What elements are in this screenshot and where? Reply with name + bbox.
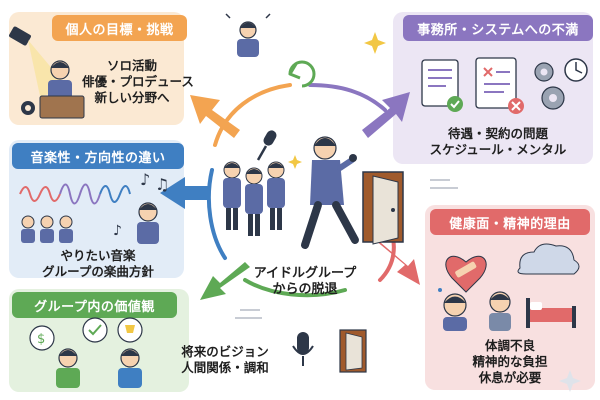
speaker-at-podium-icon <box>21 60 85 119</box>
arrow-to-health <box>375 240 420 285</box>
music-line: グループの楽曲方針 <box>42 264 154 279</box>
sad-people-icon <box>438 288 511 331</box>
arrow-to-values <box>200 262 250 300</box>
music-note-icon: ♪ <box>113 223 122 239</box>
sparkle-icon <box>559 370 581 392</box>
group-members-icon <box>223 161 285 236</box>
rejected-document-icon <box>475 57 524 114</box>
agency-text: 待遇・契約の問題 スケジュール・メンタル <box>403 126 593 158</box>
studio-mic-icon <box>292 332 314 366</box>
center-line: アイドルグループ <box>253 266 357 281</box>
values-line: 人間関係・調和 <box>181 360 269 375</box>
music-title: 音楽性・方向性の違い <box>30 150 166 166</box>
arrow-to-music <box>160 177 210 209</box>
refresh-icon <box>288 60 316 88</box>
departing-idol-icon <box>301 136 359 249</box>
agency-line: スケジュール・メンタル <box>429 142 567 157</box>
gear-icon <box>534 62 565 110</box>
values-header-bg <box>12 292 177 318</box>
music-note-icon: ♪ <box>140 170 150 189</box>
solo-singer-icon <box>137 202 159 244</box>
speech-bubbles-icon: $ <box>29 317 143 351</box>
arrow-to-personal <box>190 95 240 138</box>
personal-text: ソロ活動 俳優・プロデュース 新しい分野へ <box>82 58 194 106</box>
arrow-to-agency <box>362 92 410 138</box>
agency-header-bg <box>403 15 593 41</box>
trio-singers-icon <box>21 215 73 243</box>
discussion-people-icon <box>56 348 142 388</box>
thinking-person-icon <box>225 13 271 57</box>
personal-line: 俳優・プロデュース <box>82 74 194 89</box>
sound-wave-icon <box>19 183 131 205</box>
personal-title: 個人の目標・挑戦 <box>65 22 174 38</box>
sparkle-icon <box>288 155 302 169</box>
health-line: 体調不良 <box>484 338 535 353</box>
health-header-bg <box>430 209 590 235</box>
contract-document-icon <box>421 59 463 112</box>
music-header-bg <box>12 143 184 169</box>
center-line: からの脱退 <box>272 282 338 297</box>
center-label: アイドルグループ からの脱退 <box>240 266 370 298</box>
personal-header-bg <box>52 15 187 41</box>
decor-lines <box>235 179 458 319</box>
small-door-icon <box>339 329 367 373</box>
agency-line: 待遇・契約の問題 <box>447 126 548 141</box>
music-note-icon: ♫ <box>155 175 169 194</box>
values-line: 将来のビジョン <box>181 344 269 359</box>
cloud-icon <box>517 243 580 275</box>
music-line: やりたい音楽 <box>60 248 136 263</box>
health-title: 健康面・精神的理由 <box>449 216 571 232</box>
svg-text:$: $ <box>37 332 45 347</box>
health-text: 体調不良 精神的な負担 休息が必要 <box>430 338 590 386</box>
health-line: 精神的な負担 <box>472 354 548 369</box>
microphone-icon <box>256 130 277 161</box>
personal-line: ソロ活動 <box>106 58 157 73</box>
agency-title: 事務所・システムへの不満 <box>417 22 579 38</box>
values-text: 将来のビジョン 人間関係・調和 <box>170 344 280 376</box>
values-title: グループ内の価値観 <box>34 299 155 315</box>
personal-line: 新しい分野へ <box>94 90 170 105</box>
exit-door-icon <box>362 171 404 245</box>
health-line: 休息が必要 <box>478 370 542 385</box>
bandaged-heart-icon <box>445 255 487 293</box>
bed-icon <box>526 298 576 328</box>
clock-icon <box>564 58 588 82</box>
sparkle-icon <box>364 32 386 54</box>
music-text: やりたい音楽 グループの楽曲方針 <box>12 248 184 280</box>
